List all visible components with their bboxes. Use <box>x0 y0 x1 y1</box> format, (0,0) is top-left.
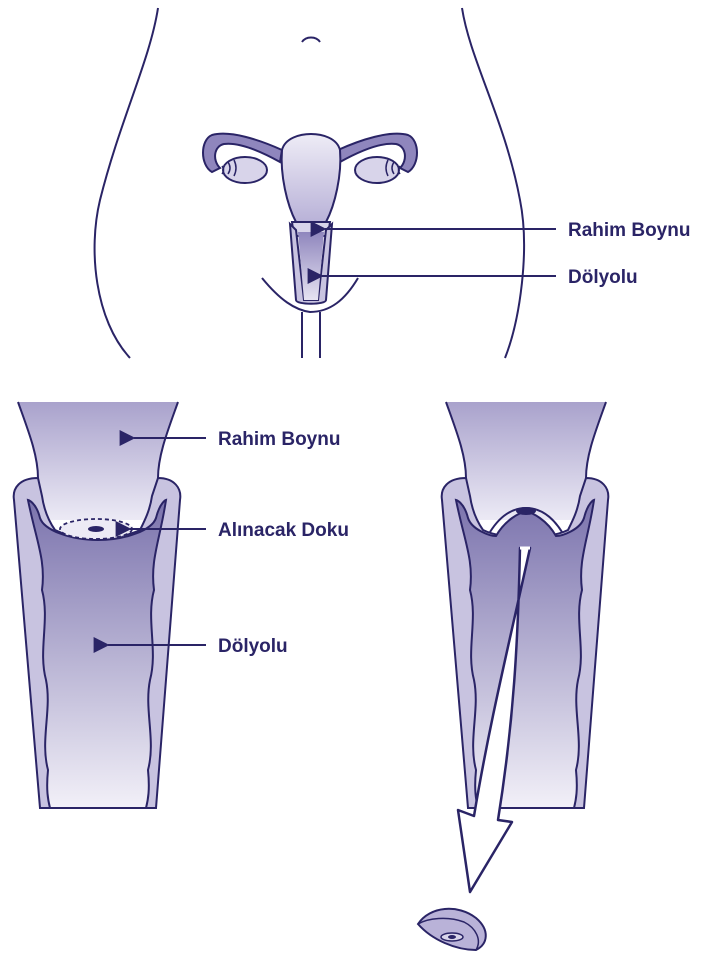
uterus-illustration <box>203 134 417 304</box>
top-cervix-label: Rahim Boynu <box>568 220 690 241</box>
tissue-to-remove-center <box>88 526 104 532</box>
right-vagina-canal <box>456 500 594 808</box>
left-tissue-label: Alınacak Doku <box>218 520 349 541</box>
left-vagina-canal <box>28 500 166 808</box>
uterus-body <box>282 134 341 222</box>
removed-tissue-cone <box>418 909 486 950</box>
right-cross-section <box>418 402 608 950</box>
left-vagina-label: Dölyolu <box>218 636 288 657</box>
left-cervix-label: Rahim Boynu <box>218 429 340 450</box>
top-vagina-label: Dölyolu <box>568 267 638 288</box>
left-cross-section <box>14 402 181 808</box>
